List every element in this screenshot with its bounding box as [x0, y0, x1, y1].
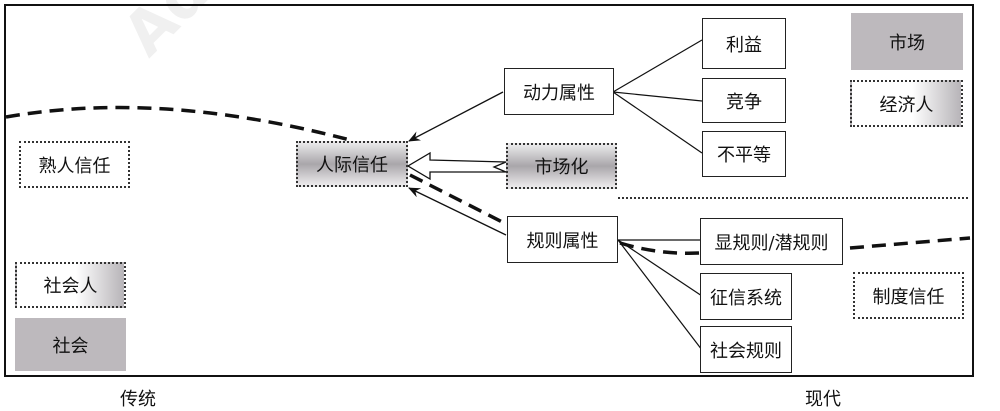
node-interpersonal-trust: 人际信任: [296, 141, 408, 187]
node-label: 征信系统: [710, 287, 782, 309]
node-label: 市场化: [534, 157, 589, 178]
node-institutional-trust: 制度信任: [853, 272, 964, 319]
node-label: 规则属性: [526, 230, 599, 252]
branch-competition: [612, 91, 703, 102]
node-label: 熟人信任: [38, 155, 111, 177]
node-label: 竞争: [726, 91, 762, 113]
node-label: 人际信任: [316, 155, 388, 176]
node-dynamic-attribute: 动力属性: [504, 68, 614, 115]
branch-credit-system: [617, 239, 703, 297]
diagram-frame: [4, 4, 974, 377]
arrow-dynamic-to-trust: [408, 91, 504, 142]
boundary-curve-left: [5, 105, 351, 142]
node-label: 社会: [52, 335, 89, 357]
hollow-arrow-market-to-trust: [406, 151, 507, 181]
node-explicit-implicit-rules: 显规则/潜规则: [700, 218, 843, 265]
node-acquaintance-trust: 熟人信任: [19, 141, 130, 188]
node-label: 动力属性: [523, 82, 595, 104]
axis-label-traditional: 传统: [120, 389, 156, 410]
axis-label-modern: 现代: [805, 389, 841, 410]
node-label: 不平等: [717, 145, 771, 166]
node-society: 社会: [15, 318, 126, 371]
branch-interest: [612, 39, 703, 93]
node-social-man: 社会人: [15, 262, 126, 308]
branch-inequality: [612, 91, 703, 154]
node-label: 社会规则: [710, 340, 782, 362]
node-rule-attribute: 规则属性: [507, 216, 618, 263]
node-inequality: 不平等: [702, 131, 786, 177]
node-label: 社会人: [43, 276, 98, 297]
boundary-curve-mid: [409, 173, 509, 227]
node-label: 市场: [889, 32, 925, 54]
node-credit-system: 征信系统: [700, 273, 792, 320]
node-label: 利益: [726, 34, 762, 56]
node-market: 市场: [851, 13, 963, 70]
node-social-rules: 社会规则: [700, 326, 792, 373]
node-label: 经济人: [879, 94, 934, 116]
node-competition: 竞争: [702, 78, 786, 123]
arrow-rule-to-trust: [408, 187, 507, 236]
node-marketization: 市场化: [506, 143, 617, 189]
boundary-curve-right: [619, 241, 701, 256]
node-interest: 利益: [702, 18, 786, 69]
boundary-curve-far-right: [849, 236, 971, 250]
node-label: 制度信任: [872, 286, 945, 308]
node-label: 显规则/潜规则: [714, 232, 829, 254]
branch-social-rules: [617, 239, 703, 351]
node-economic-man: 经济人: [850, 80, 963, 127]
